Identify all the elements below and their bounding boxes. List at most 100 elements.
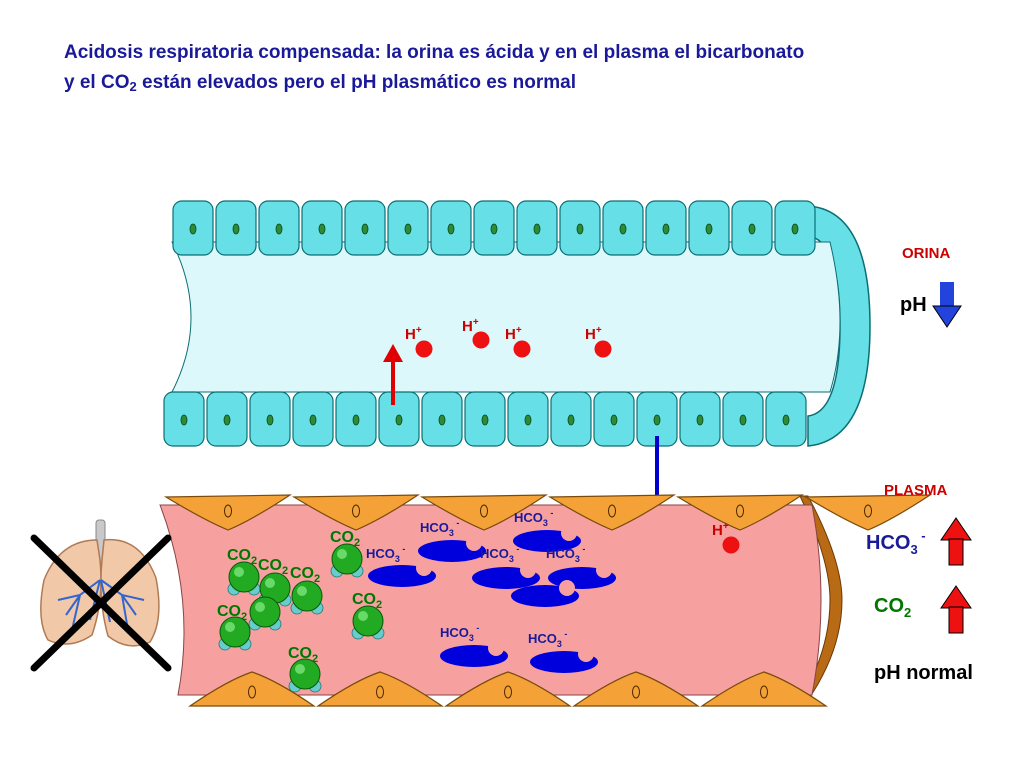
plasma-co2-label: CO2 xyxy=(874,595,911,620)
lungs-icon xyxy=(40,519,160,647)
tubule-cell xyxy=(602,200,644,256)
tubule-cell xyxy=(258,200,300,256)
tubule-cell xyxy=(249,391,291,447)
tubule-cell xyxy=(765,391,807,447)
co2-label: CO2 xyxy=(217,603,247,623)
title-line-2b: están elevados pero el pH plasmático es … xyxy=(136,72,576,93)
endothelium-top xyxy=(163,494,933,531)
bicarbonate-ion: HCO3 - xyxy=(528,629,598,673)
plasma-h-ion: H+ xyxy=(712,521,740,554)
urine-label: ORINA xyxy=(902,245,951,262)
title-line-2a: y el CO xyxy=(64,72,130,93)
bicarbonate-ions: HCO3 - HCO3 - HCO3 - HCO3 - HCO3 - HCO3 - HCO3… xyxy=(366,508,616,673)
h-ion xyxy=(415,340,433,358)
h-ion xyxy=(722,536,740,554)
endothelial-cell xyxy=(163,494,293,531)
tubule-cell xyxy=(516,200,558,256)
endothelial-cell xyxy=(444,671,572,707)
tubule-cell xyxy=(636,391,678,447)
tubule-cell xyxy=(301,200,343,256)
h-ion-label: H+ xyxy=(462,317,479,335)
tubule-cell xyxy=(421,391,463,447)
endothelial-cell xyxy=(572,671,700,707)
endothelial-cell xyxy=(803,494,933,531)
bicarbonate-label: HCO3 - xyxy=(440,623,479,643)
bicarbonate-ion: HCO3 - xyxy=(418,518,486,562)
tubule-cell xyxy=(550,391,592,447)
h-ion xyxy=(594,340,612,358)
tubule-cell xyxy=(206,391,248,447)
tubule-cell xyxy=(172,200,214,256)
co2-molecule: CO2 xyxy=(290,565,324,615)
bicarbonate-ion: HCO3 - xyxy=(472,544,540,589)
tubule-cell xyxy=(344,200,386,256)
co2-label: CO2 xyxy=(352,591,382,611)
tubule-top-cells xyxy=(172,200,816,256)
endothelial-cell xyxy=(188,671,316,707)
urine-ph-label: pH xyxy=(900,294,927,316)
co2-molecule: CO2 xyxy=(217,596,282,631)
urine-h-ions: H+ H+ H+ H+ xyxy=(405,317,612,358)
co2-molecule: CO2 xyxy=(330,529,364,578)
bicarbonate-label: HCO3 - xyxy=(514,508,553,528)
h-ion xyxy=(513,340,531,358)
endothelial-cell xyxy=(675,494,805,531)
tubule-cell xyxy=(774,200,816,256)
h-ion-label: H+ xyxy=(405,325,422,343)
h-ion-label: H+ xyxy=(505,325,522,343)
tubule-cell xyxy=(731,200,773,256)
h-ion xyxy=(472,331,490,349)
tubule-cell xyxy=(378,391,420,447)
co2-up-arrow-icon xyxy=(940,585,972,634)
tubule-cell xyxy=(464,391,506,447)
title-line-1: Acidosis respiratoria compensada: la ori… xyxy=(64,42,805,63)
co2-molecule xyxy=(218,616,252,651)
plasma-ph-normal-label: pH normal xyxy=(874,662,973,684)
bicarbonate-label: HCO3 - xyxy=(366,544,405,564)
tubule-cell xyxy=(430,200,472,256)
tubule-cell xyxy=(163,391,205,447)
endothelial-cell xyxy=(316,671,444,707)
plasma-legend: PLASMA HCO3 - CO2 pH normal xyxy=(866,482,973,684)
bicarbonate-label: HCO3 - xyxy=(480,544,519,564)
co2-label: CO2 xyxy=(258,557,288,577)
bicarbonate-ion xyxy=(511,580,579,607)
tubule-cell xyxy=(507,391,549,447)
co2-molecule: CO2 xyxy=(351,591,385,640)
vessel-lumen xyxy=(159,504,822,696)
tubule-cell xyxy=(688,200,730,256)
bicarbonate-ion: HCO3 - xyxy=(366,544,436,587)
bicarbonate-ion: HCO3 - xyxy=(513,508,581,552)
urine-legend: ORINA pH xyxy=(900,245,962,328)
tubule-lumen xyxy=(171,241,841,393)
tubule-cell xyxy=(473,200,515,256)
endothelial-cell xyxy=(291,494,421,531)
co2-molecule: CO2 xyxy=(227,547,261,596)
bicarbonate-label: HCO3 - xyxy=(546,544,585,564)
plasma-bicarbonate-label: HCO3 - xyxy=(866,528,926,557)
endothelium-bottom xyxy=(188,671,828,707)
blood-vessel xyxy=(159,494,933,707)
endothelial-cell xyxy=(700,671,828,707)
co2-label: CO2 xyxy=(330,529,360,549)
co2-label: CO2 xyxy=(288,645,318,665)
bicarbonate-up-arrow-icon xyxy=(940,517,972,566)
page-title: Acidosis respiratoria compensada: la ori… xyxy=(64,38,1004,98)
tubule-bottom-cells xyxy=(163,391,807,447)
co2-molecule: CO2 xyxy=(288,645,322,693)
secretion-arrow-icon xyxy=(383,344,403,405)
h-ion-label: H+ xyxy=(585,325,602,343)
bicarbonate-ion: HCO3 - xyxy=(440,623,508,667)
bicarbonate-label: HCO3 - xyxy=(528,629,567,649)
tubule-cell xyxy=(559,200,601,256)
bicarbonate-label: HCO3 - xyxy=(420,518,459,538)
tubule-cell xyxy=(335,391,377,447)
h-ion-label: H+ xyxy=(712,521,729,539)
tubule-cell xyxy=(722,391,764,447)
tubule-cell xyxy=(593,391,635,447)
tubule-cell xyxy=(679,391,721,447)
co2-label: CO2 xyxy=(227,547,257,567)
tubule-cell xyxy=(387,200,429,256)
